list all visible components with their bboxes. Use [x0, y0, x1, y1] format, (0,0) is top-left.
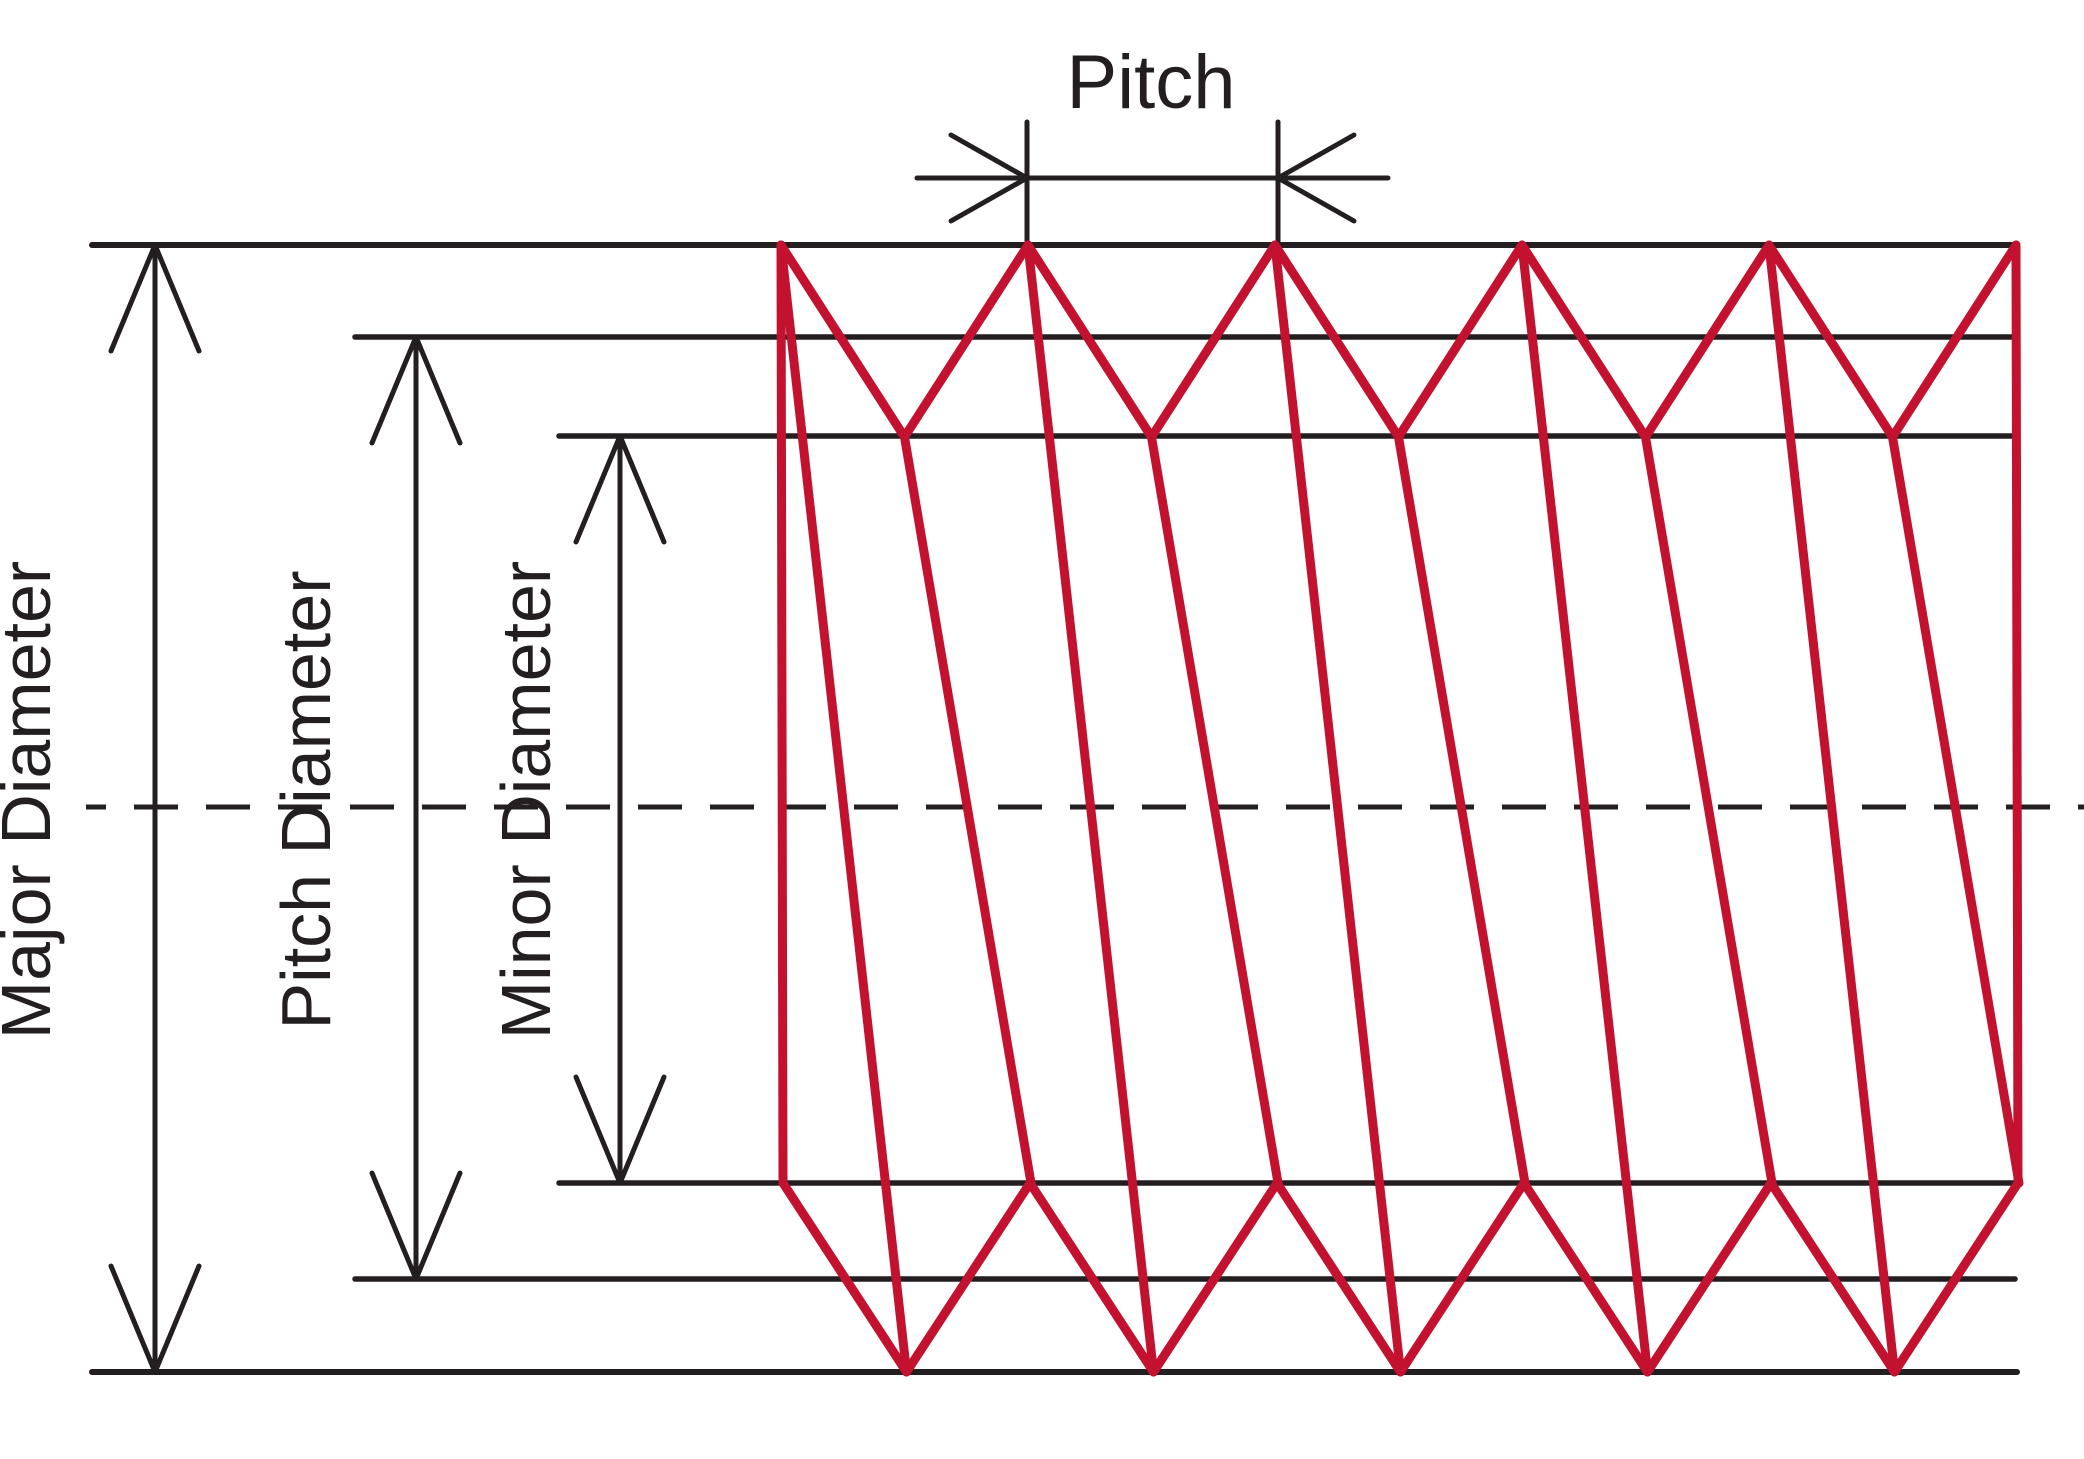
major-diameter-dimension-arrow-up-left [108, 242, 158, 354]
thread-root-helix-line [1641, 432, 1777, 1188]
thread-root-helix-line [900, 432, 1036, 1188]
labels-group: Pitch Major Diameter Pitch Diameter Mino… [0, 40, 1235, 1039]
major-diameter-dimension-arrow-up-right [152, 242, 202, 354]
thread-crest-helix-line [1023, 240, 1158, 1377]
minor-diameter-dimension-arrow-down-left [573, 1074, 623, 1186]
thread-root-helix-line [1888, 432, 2024, 1188]
thread-root-helix-line [1147, 432, 1283, 1188]
thread-top-profile [776, 240, 2021, 442]
pitch-arrow-right-barb-top [1275, 132, 1357, 181]
pitch-arrow-right-barb-bottom [1275, 175, 1357, 224]
minor-diameter-label: Minor Diameter [487, 561, 565, 1039]
major-diameter-dimension-arrow-down-left [108, 1263, 158, 1375]
thread-crest-helix-line [1270, 240, 1405, 1377]
minor-diameter-dimension-arrow-up-right [617, 433, 667, 545]
thread-crest-helix-line [776, 240, 911, 1377]
pitch-diameter-dimension-arrow-up-right [413, 334, 463, 446]
dimension-lines-group [86, 119, 2084, 1375]
pitch-label: Pitch [1067, 40, 1236, 125]
pitch-diameter-dimension-arrow-up-left [369, 334, 419, 446]
thread-root-helix-line [1394, 432, 1530, 1188]
thread-crest-helix-line [1764, 240, 1899, 1377]
major-diameter-label: Major Diameter [0, 561, 65, 1039]
minor-diameter-dimension-arrow-down-right [617, 1074, 667, 1186]
pitch-arrow-left-barb-top [948, 132, 1030, 181]
pitch-arrow-left-barb-bottom [948, 175, 1030, 224]
pitch-diameter-label: Pitch Diameter [267, 570, 345, 1029]
thread-profile-group [776, 240, 2024, 1377]
thread-end-edge [2011, 240, 2023, 1188]
thread-crest-helix-line [1517, 240, 1652, 1377]
minor-diameter-dimension-arrow-up-left [573, 433, 623, 545]
pitch-diameter-dimension-arrow-down-right [413, 1170, 463, 1282]
major-diameter-dimension-arrow-down-right [152, 1263, 202, 1375]
pitch-diameter-dimension-arrow-down-left [369, 1170, 419, 1282]
thread-start-edge [776, 240, 788, 1188]
